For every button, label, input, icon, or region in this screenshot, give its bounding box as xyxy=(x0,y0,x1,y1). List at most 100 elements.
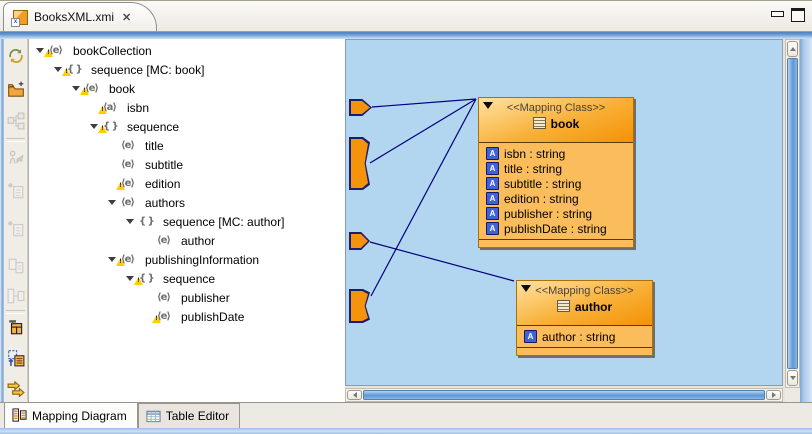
refresh-icon[interactable] xyxy=(7,47,25,65)
mapping-port-3[interactable] xyxy=(349,232,370,250)
tree-item-edition[interactable]: ⟨e⟩!edition xyxy=(31,174,345,193)
tree-item-label: sequence [MC: book] xyxy=(91,62,205,77)
class-icon xyxy=(556,300,570,312)
expander-icon[interactable] xyxy=(103,257,121,262)
class-name: book xyxy=(550,117,580,131)
vertical-scroll-thumb[interactable] xyxy=(787,58,798,369)
tab-table-editor[interactable]: Table Editor xyxy=(137,403,241,428)
class-name-row: author xyxy=(517,297,652,314)
import-folder-icon[interactable] xyxy=(7,81,25,99)
attribute-label: author : string xyxy=(542,329,616,344)
stereotype-label: <<Mapping Class>> xyxy=(506,102,606,114)
scroll-down-button[interactable] xyxy=(787,370,798,386)
tree-item-sequence-mc-author[interactable]: { }sequence [MC: author] xyxy=(31,212,345,231)
editor-tab-booksxml[interactable]: x BooksXML.xmi ✕ xyxy=(3,2,157,31)
attribute-icon: A xyxy=(486,207,499,220)
horizontal-scrollbar[interactable] xyxy=(345,388,783,402)
expander-icon[interactable] xyxy=(103,200,121,205)
xmi-file-badge: x xyxy=(11,17,20,27)
tree-item-label: publishingInformation xyxy=(145,252,260,267)
vertical-scrollbar[interactable] xyxy=(785,39,800,388)
port-fill xyxy=(351,291,368,321)
warning-overlay-icon: ! xyxy=(152,315,161,323)
icon-glyph: ⟨e⟩ xyxy=(121,197,135,208)
tree-item-isbn[interactable]: ⟨a⟩!isbn xyxy=(31,98,345,117)
promote-local-element-icon[interactable] xyxy=(7,349,25,367)
warning-overlay-icon: ! xyxy=(62,68,71,76)
tree-item-authors[interactable]: ⟨e⟩authors xyxy=(31,193,345,212)
element-icon: ⟨e⟩! xyxy=(152,311,177,323)
tree-item-publisher[interactable]: ⟨e⟩ publisher xyxy=(31,288,345,307)
element-icon: ⟨e⟩! xyxy=(80,83,105,95)
warning-bang: ! xyxy=(101,126,104,132)
window-frame-left xyxy=(0,39,4,428)
mapping-port-4[interactable] xyxy=(349,289,370,323)
editor-tab-bar: x BooksXML.xmi ✕ xyxy=(0,1,812,32)
expander-icon[interactable] xyxy=(49,67,67,72)
close-icon[interactable]: ✕ xyxy=(122,11,132,24)
expander-icon[interactable] xyxy=(121,276,139,281)
create-mapping-icon[interactable] xyxy=(7,379,25,397)
collapse-toggle-icon[interactable] xyxy=(483,102,493,109)
icon-glyph: ⟨e⟩ xyxy=(121,178,135,189)
warning-overlay-icon: ! xyxy=(44,49,53,57)
warning-overlay-icon: ! xyxy=(98,125,107,133)
element-icon: ⟨e⟩! xyxy=(44,45,69,57)
tree-item-sequence[interactable]: { }!sequence xyxy=(31,269,345,288)
tree-item-sequence-mc-book[interactable]: { }! sequence [MC: book] xyxy=(31,60,345,79)
tree-item-publishinginformation[interactable]: ⟨e⟩!publishingInformation xyxy=(31,250,345,269)
editor-tab-label: BooksXML.xmi xyxy=(34,10,115,24)
scroll-up-button[interactable] xyxy=(787,41,798,57)
expander-icon[interactable] xyxy=(121,219,139,224)
mapping-link-port-2-to-book[interactable] xyxy=(369,98,477,164)
mapping-port-2[interactable] xyxy=(349,137,370,190)
tree-item-subtitle[interactable]: ⟨e⟩subtitle xyxy=(31,155,345,174)
tree-item-title[interactable]: ⟨e⟩title xyxy=(31,136,345,155)
mapping-link-port-3-to-author[interactable] xyxy=(369,241,515,282)
tree-item-bookcollection[interactable]: ⟨e⟩!bookCollection xyxy=(31,41,345,60)
element-icon: ⟨e⟩ xyxy=(157,292,177,303)
attribute-label: isbn : string xyxy=(504,146,566,161)
warning-bang: ! xyxy=(101,107,104,113)
tree-item-label: title xyxy=(145,138,164,153)
tree-item-sequence[interactable]: { }!sequence xyxy=(31,117,345,136)
icon-glyph: ⟨e⟩ xyxy=(157,311,171,322)
expander-icon[interactable] xyxy=(85,124,103,129)
tree-item-book[interactable]: ⟨e⟩!book xyxy=(31,79,345,98)
mapping-link-port-1-to-book[interactable] xyxy=(371,98,477,108)
attribute-icon: A xyxy=(486,222,499,235)
attribute-label: edition : string xyxy=(504,191,579,206)
tree-item-publishdate[interactable]: ⟨e⟩!publishDate xyxy=(31,307,345,326)
mapping-port-1[interactable] xyxy=(349,99,372,116)
minimize-button[interactable] xyxy=(771,11,784,17)
icon-glyph: ⟨e⟩ xyxy=(157,292,171,303)
expander-icon[interactable] xyxy=(67,86,85,91)
maximize-button[interactable] xyxy=(791,8,805,22)
icon-glyph: { } xyxy=(67,64,83,75)
element-icon: ⟨e⟩ xyxy=(121,159,141,170)
collapse-toggle-icon[interactable] xyxy=(521,285,531,292)
class-name-row: book xyxy=(479,114,633,131)
mapping-link-port-4-to-book[interactable] xyxy=(370,98,477,297)
scroll-right-button[interactable] xyxy=(766,390,781,400)
tree-item-label: publisher xyxy=(181,290,230,305)
scroll-left-button[interactable] xyxy=(347,390,362,400)
expander-icon[interactable] xyxy=(31,48,49,53)
tab-mapping-diagram[interactable]: Mapping Diagram xyxy=(4,402,138,428)
sequence-icon: { }! xyxy=(62,64,87,76)
tree-item-author[interactable]: ⟨e⟩author xyxy=(31,231,345,250)
horizontal-scroll-thumb[interactable] xyxy=(363,390,765,400)
create-mapping-class-icon[interactable] xyxy=(7,318,25,336)
icon-glyph: ⟨e⟩ xyxy=(121,159,135,170)
